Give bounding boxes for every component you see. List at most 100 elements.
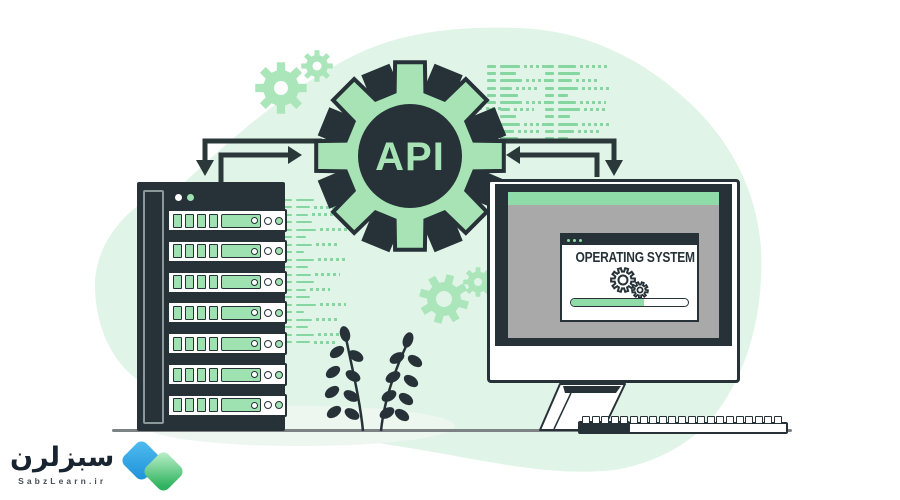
keyboard-key [610, 416, 619, 424]
code-row [545, 70, 612, 77]
code-row [545, 85, 612, 92]
api-label: API [375, 135, 445, 179]
keyboard-key [620, 416, 629, 424]
code-row [283, 204, 348, 212]
server-led-white [264, 401, 272, 410]
keyboard-key [591, 416, 600, 424]
server-unit [167, 239, 287, 263]
server-cell-led [173, 244, 182, 259]
keyboard-dark-section [578, 421, 630, 433]
server-cell-led [173, 336, 182, 351]
server-cell-led [173, 398, 182, 413]
code-row [283, 331, 348, 339]
drive-indicator-dot [251, 340, 258, 348]
server-status-dot-white [175, 194, 182, 201]
logo-text: سبزلرن SabzLearn.ir [10, 442, 114, 486]
server-led-green [275, 308, 283, 317]
server-unit [167, 209, 287, 232]
server-drive-bar [221, 336, 261, 351]
code-row [283, 249, 348, 257]
code-row [545, 63, 612, 70]
server-drive-bar [221, 275, 261, 290]
keyboard [578, 415, 788, 434]
sabzlearn-logo[interactable]: سبزلرن SabzLearn.ir [10, 438, 186, 494]
code-row [283, 271, 348, 279]
keyboard-key [649, 416, 658, 424]
server-unit [167, 270, 287, 294]
code-row [283, 339, 348, 347]
server-unit [167, 301, 287, 325]
code-row [545, 113, 612, 120]
server-cell-led [209, 367, 218, 382]
keyboard-key [678, 416, 686, 424]
code-row [487, 92, 556, 99]
server-cell-led [209, 275, 218, 290]
arrowhead-left [506, 146, 520, 164]
keyboard-key [687, 416, 696, 424]
server-cell-led [197, 305, 206, 320]
logo-brand-persian: سبزلرن [10, 442, 115, 473]
keyboard-key [735, 416, 744, 424]
code-row [283, 196, 348, 204]
logo-brand-latin: SabzLearn.ir [18, 476, 107, 486]
keyboard-key [658, 416, 667, 424]
keyboard-key [601, 416, 610, 424]
keyboard-key [774, 416, 782, 424]
keyboard-key [582, 416, 590, 424]
code-row [283, 264, 348, 272]
gear-hole [474, 278, 482, 286]
code-row [545, 135, 612, 142]
loading-gears-icon [610, 267, 650, 299]
gear-hole [312, 61, 322, 71]
keyboard-key [706, 416, 715, 424]
monitor-bezel: OPERATING SYSTEM [495, 184, 732, 346]
keyboard-key [716, 416, 725, 424]
arrowhead-down-left [196, 160, 214, 176]
server-led-green [275, 339, 283, 348]
monitor: OPERATING SYSTEM [487, 179, 740, 383]
code-row [487, 99, 556, 106]
server-cell-led [173, 305, 182, 320]
server-cell-led [209, 244, 218, 259]
arrow-monitor-to-api [520, 152, 600, 177]
server-led-white [264, 370, 272, 379]
keyboard-key [639, 416, 648, 424]
os-loading-window: OPERATING SYSTEM [560, 233, 699, 322]
arrowhead-right [288, 146, 302, 164]
code-row [545, 128, 612, 135]
server-cell-led [173, 367, 182, 382]
window-title: OPERATING SYSTEM [575, 249, 696, 266]
drive-indicator-dot [251, 401, 258, 409]
gear-hole [436, 291, 452, 307]
server-cell-led [185, 398, 194, 413]
server-cell-led [185, 275, 194, 290]
server-cell-led [209, 336, 218, 351]
server-led-white [264, 308, 272, 317]
progress-bar [570, 298, 689, 307]
window-titlebar [562, 235, 697, 245]
code-row [545, 99, 612, 106]
progress-bar-fill [571, 299, 644, 306]
arrowhead-down-right [605, 160, 623, 176]
server-cell-led [197, 213, 206, 228]
code-pattern-block [545, 63, 612, 142]
gear-hole [274, 81, 288, 95]
ground-line [112, 429, 792, 432]
code-row [283, 309, 348, 317]
server-cell-led [197, 367, 206, 382]
code-row [545, 121, 612, 128]
server-led-green [275, 401, 283, 410]
drive-indicator-dot [251, 217, 258, 224]
code-row [487, 63, 556, 70]
code-row [283, 241, 348, 249]
server-cell-led [185, 213, 194, 228]
server-cell-led [197, 336, 206, 351]
server-unit [167, 332, 287, 356]
drive-indicator-dot [251, 247, 258, 255]
server-cell-led [209, 398, 218, 413]
server-led-green [275, 216, 283, 225]
